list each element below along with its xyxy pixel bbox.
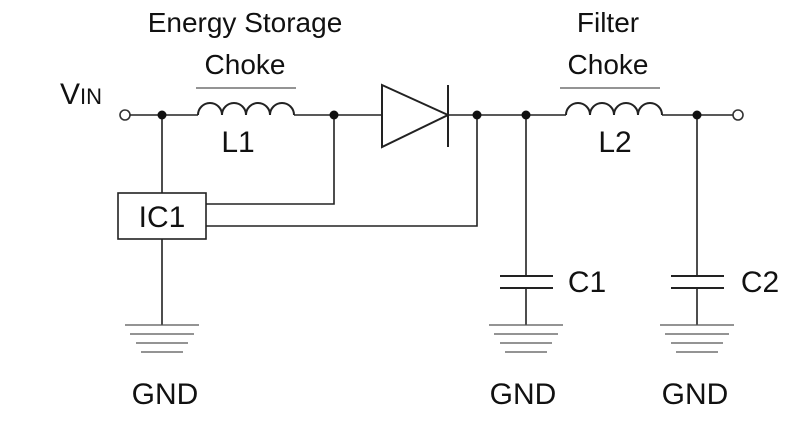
- storage-choke-heading-line1: Energy Storage: [148, 7, 343, 38]
- input-terminal: [119, 109, 131, 121]
- c2-label: C2: [741, 266, 779, 299]
- junction-dot-c2: [692, 110, 702, 120]
- junction-dot-c1: [521, 110, 531, 120]
- ic1-label: IC1: [139, 201, 186, 234]
- l2-label: L2: [598, 126, 631, 159]
- diode-triangle: [381, 83, 451, 149]
- wire-ic1-to-node3: [206, 115, 478, 227]
- wire-ic1-to-node2: [206, 115, 335, 205]
- filter-choke-heading-line2: Choke: [568, 49, 649, 80]
- gnd-right-label: GND: [662, 378, 729, 411]
- filter-choke-heading-line1: Filter: [577, 7, 639, 38]
- junction-dot-l1-output: [329, 110, 339, 120]
- junction-dot-diode-output: [472, 110, 482, 120]
- vin-label: VIN: [60, 78, 102, 111]
- inductor-l1: [197, 102, 295, 116]
- vin-label-main: V: [60, 78, 80, 111]
- c1-label: C1: [568, 266, 606, 299]
- gnd-left-label: GND: [132, 378, 199, 411]
- l1-label: L1: [221, 126, 254, 159]
- gnd-middle-label: GND: [490, 378, 557, 411]
- output-terminal: [732, 109, 744, 121]
- inductor-l2: [565, 102, 663, 116]
- storage-choke-heading-line2: Choke: [205, 49, 286, 80]
- junction-dot-input: [157, 110, 167, 120]
- vin-label-sub: IN: [80, 84, 102, 109]
